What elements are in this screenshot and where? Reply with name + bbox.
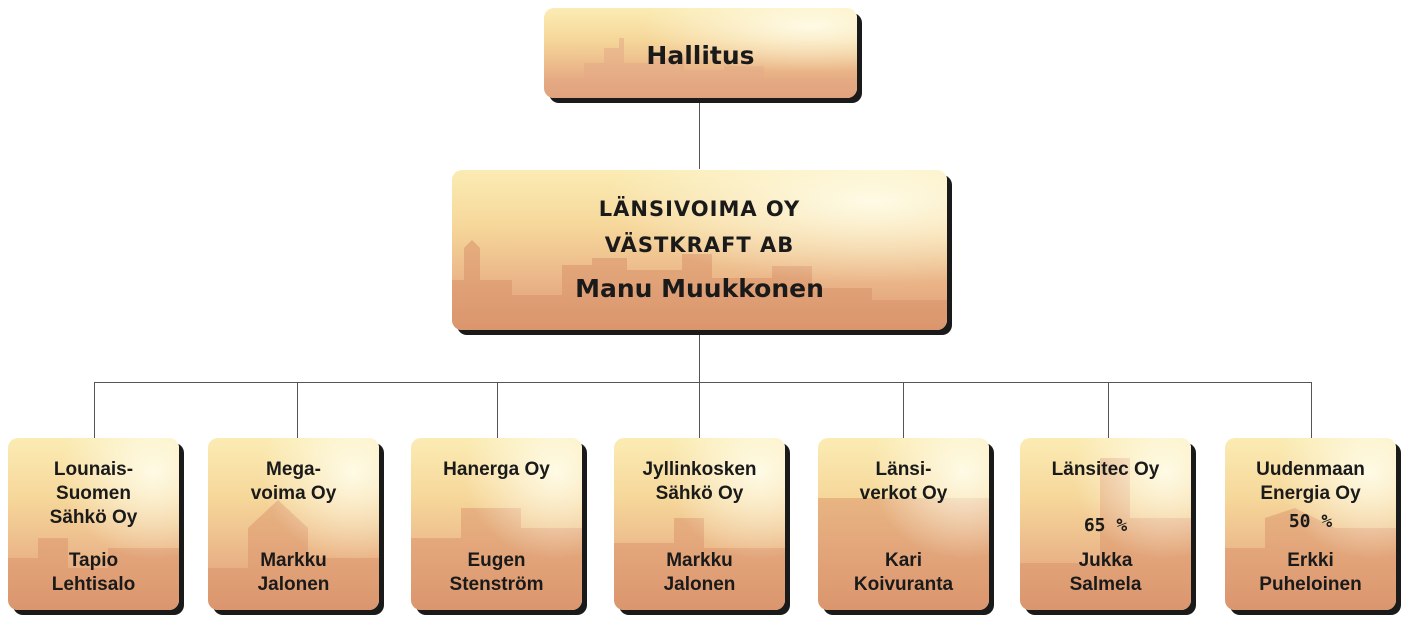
subsidiary-head-line: Stenström <box>449 574 544 595</box>
subsidiary-name: Hanerga Oy <box>411 438 582 482</box>
subsidiary-head-line: Jukka <box>1078 550 1133 571</box>
parent-head: Manu Muukkonen <box>575 274 824 303</box>
subsidiary-name: Länsitec Oy <box>1020 438 1191 482</box>
subsidiary-name-line: voima Oy <box>250 483 337 504</box>
parent-name-fi: LÄNSIVOIMA OY <box>598 197 801 221</box>
subsidiary-share: 65 % <box>1083 515 1128 536</box>
subsidiary-name: Länsi-verkot Oy <box>818 438 989 506</box>
subsidiary-head-line: Kari <box>885 550 922 571</box>
subsidiary-head-line: Jalonen <box>257 574 330 595</box>
subsidiary-head-line: Puheloinen <box>1259 574 1362 595</box>
subsidiary-name-line: Sähkö Oy <box>655 483 744 504</box>
subsidiary-name-line: Länsi- <box>875 459 932 480</box>
parent-company-box: LÄNSIVOIMA OY VÄSTKRAFT AB Manu Muukkone… <box>452 170 947 330</box>
subsidiary-name-line: Länsitec Oy <box>1051 459 1160 480</box>
subsidiary-head-line: Salmela <box>1069 574 1142 595</box>
subsidiary-head-line: Tapio <box>68 550 119 571</box>
board-box: Hallitus <box>544 8 857 98</box>
subsidiary-name-line: Mega- <box>266 459 321 480</box>
parent-company-text: LÄNSIVOIMA OY VÄSTKRAFT AB Manu Muukkone… <box>452 170 947 305</box>
subsidiary-name-line: Uudenmaan <box>1256 459 1365 480</box>
subsidiary-head-line: Eugen <box>467 550 526 571</box>
connector-drop-2 <box>297 382 298 438</box>
subsidiary-head-line: Markku <box>666 550 733 571</box>
connector-parent-bus <box>699 330 700 382</box>
subsidiary-name-line: Sähkö Oy <box>49 507 138 528</box>
subsidiary-head-line: Jalonen <box>663 574 736 595</box>
subsidiary-name-line: Jyllinkosken <box>642 459 757 480</box>
subsidiary-head-line: Lehtisalo <box>51 574 136 595</box>
subsidiary-name-line: Energia Oy <box>1260 483 1361 504</box>
subsidiary-name-line: Lounais- <box>53 459 134 480</box>
board-label: Hallitus <box>646 41 755 70</box>
connector-drop-3 <box>497 382 498 438</box>
subsidiary-head-line: Erkki <box>1287 550 1334 571</box>
connector-drop-7 <box>1311 382 1312 438</box>
subsidiary-head-line: Markku <box>260 550 327 571</box>
subsidiary-name-line: verkot Oy <box>859 483 948 504</box>
connector-board-parent <box>699 99 700 169</box>
connector-horizontal-bus <box>94 382 1311 383</box>
connector-drop-4 <box>699 382 700 438</box>
subsidiary-share: 50 % <box>1288 511 1333 532</box>
parent-name-sv: VÄSTKRAFT AB <box>604 233 795 257</box>
subsidiary-head-line: Koivuranta <box>853 574 954 595</box>
subsidiary-name: Mega-voima Oy <box>208 438 379 506</box>
subsidiary-name-line: Hanerga Oy <box>443 459 550 480</box>
subsidiary-name-line: Suomen <box>56 483 131 504</box>
connector-drop-1 <box>94 382 95 438</box>
connector-drop-5 <box>903 382 904 438</box>
connector-drop-6 <box>1108 382 1109 438</box>
